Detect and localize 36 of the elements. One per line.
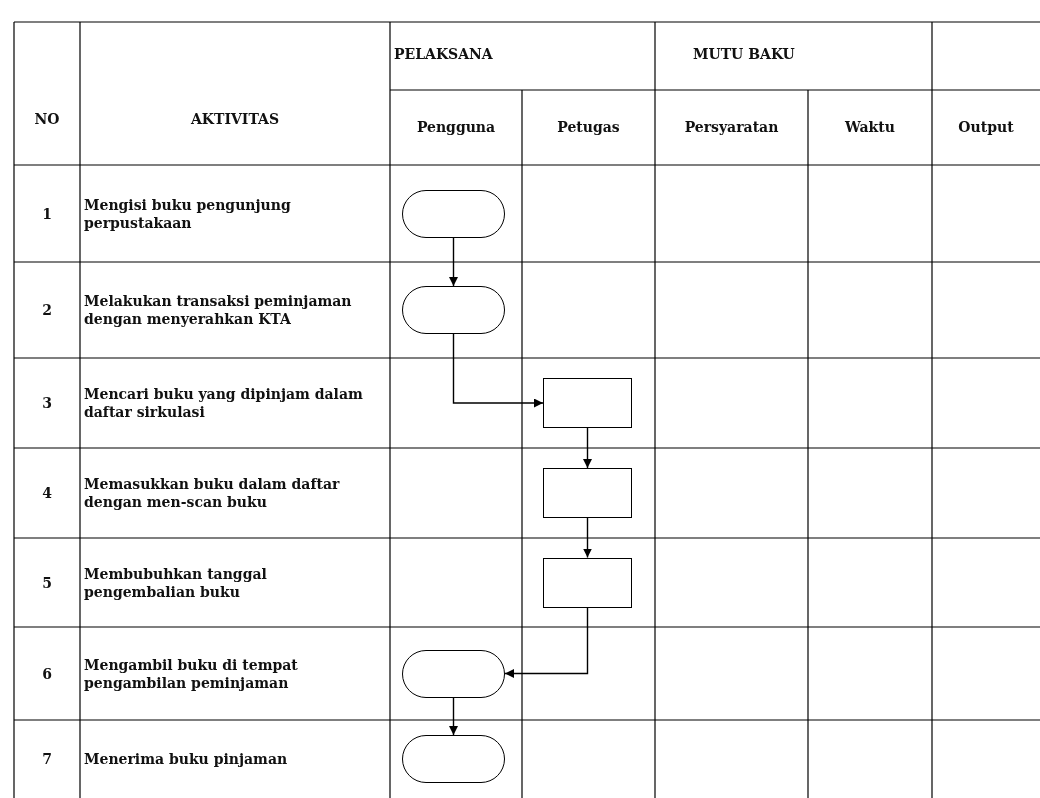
arrow <box>449 236 458 287</box>
column-header: Petugas <box>556 118 621 136</box>
row-number: 6 <box>41 664 53 683</box>
column-header: PELAKSANA <box>394 45 494 63</box>
process-box <box>543 378 632 428</box>
activity-text: Memasukkan buku dalam daftar dengan men-scan buku <box>84 475 341 511</box>
activity-text: Mencari buku yang dipinjam dalam daftar sirkulasi <box>84 385 364 421</box>
activity-text: Melakukan transaksi peminjaman dengan menyerahkan KTA <box>84 292 353 328</box>
column-header: Output <box>957 118 1015 136</box>
row-number: 3 <box>41 394 53 412</box>
row-number: 5 <box>41 573 53 592</box>
terminator-shape <box>402 286 505 334</box>
column-header: Pengguna <box>415 118 497 136</box>
column-header: NO <box>33 110 61 128</box>
terminator-shape <box>402 189 505 238</box>
terminator-shape <box>402 735 505 783</box>
activity-text: Membubuhkan tanggal pengembalian buku <box>84 564 268 601</box>
arrow <box>449 696 458 736</box>
row-number: 7 <box>41 750 53 768</box>
activity-text: Menerima buku pinjaman <box>84 750 289 768</box>
terminator-shape <box>402 649 505 698</box>
column-header: AKTIVITAS <box>189 110 280 128</box>
column-header: MUTU BAKU <box>693 45 796 63</box>
row-number: 4 <box>41 484 53 502</box>
process-box <box>543 468 632 518</box>
activity-text: Mengisi buku pengunjung perpustakaan <box>84 195 292 232</box>
process-box <box>543 557 632 608</box>
row-number: 2 <box>41 301 53 319</box>
arrow <box>504 606 589 678</box>
arrow <box>583 517 592 559</box>
column-header: Waktu <box>844 118 896 136</box>
arrow <box>583 427 592 469</box>
column-header: Persyaratan <box>683 118 780 136</box>
arrow <box>452 333 544 408</box>
activity-text: Mengambil buku di tempat pengambilan peminjaman <box>84 655 299 692</box>
row-number: 1 <box>41 204 53 223</box>
